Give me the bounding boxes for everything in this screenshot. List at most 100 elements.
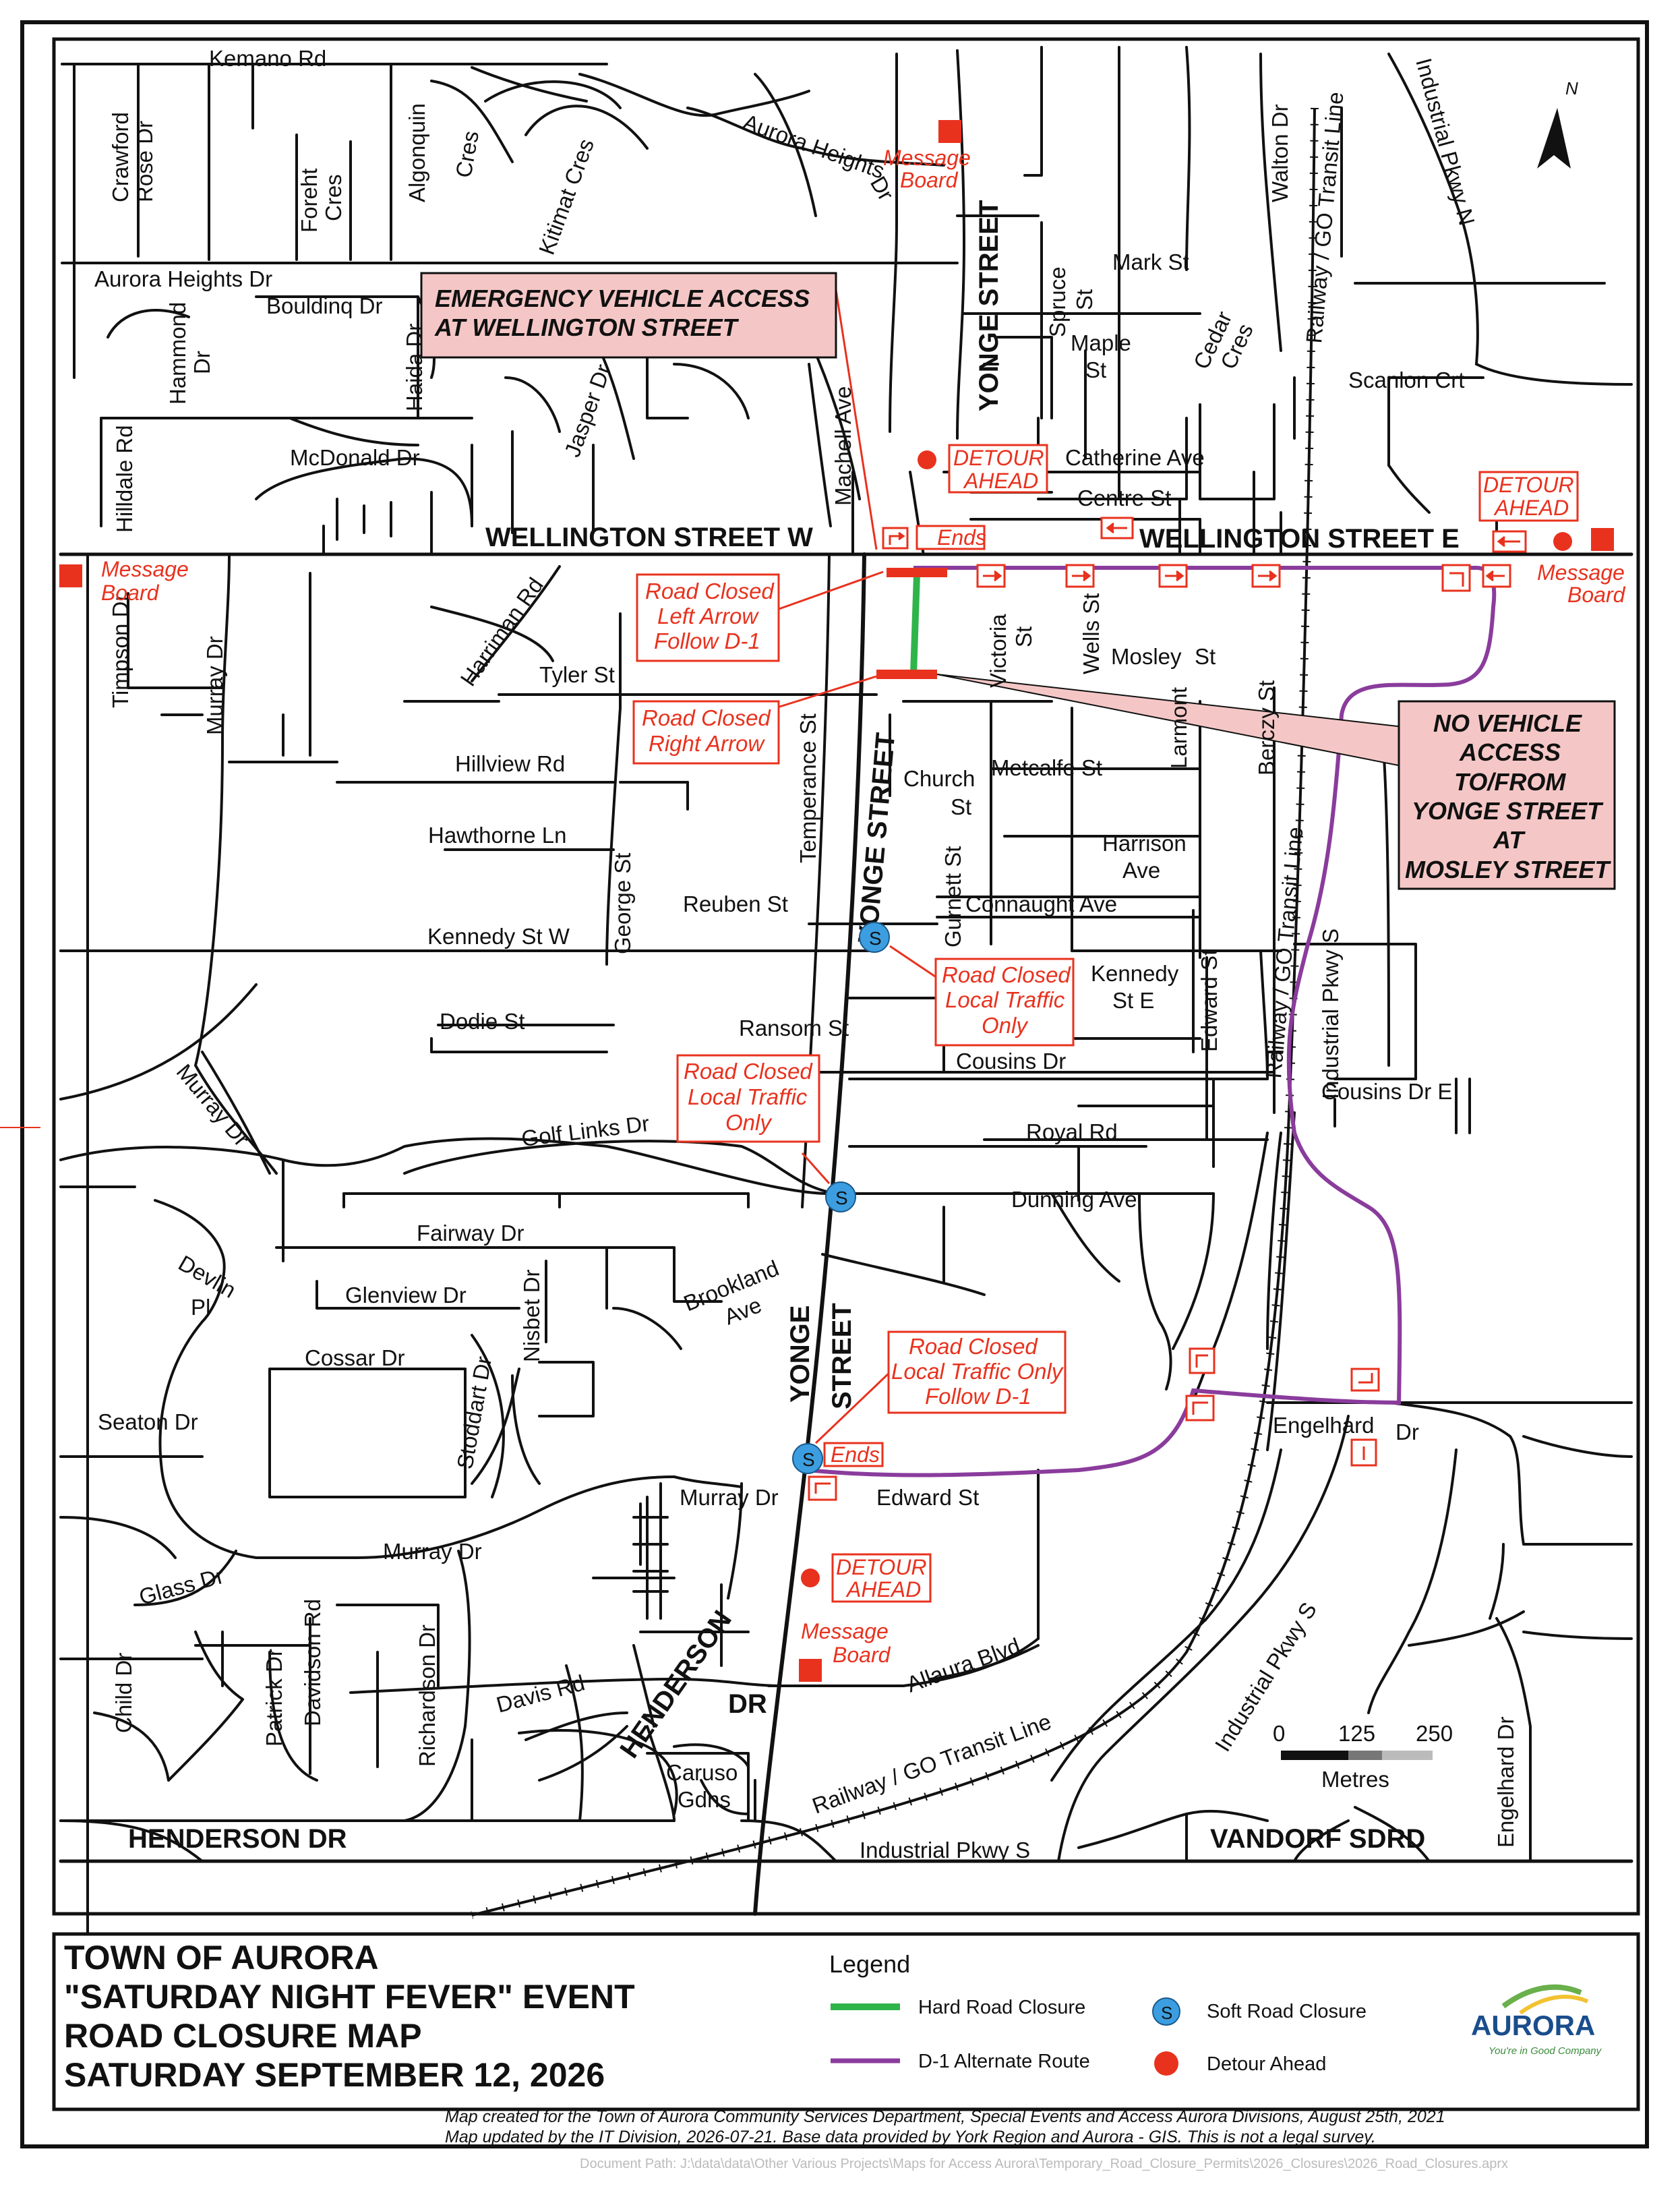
henderson-dr-label: HENDERSON DR bbox=[128, 1824, 347, 1854]
street-label: Hammond bbox=[165, 302, 190, 405]
message-board-label: Message bbox=[883, 146, 971, 170]
detour-ahead-icon bbox=[801, 1569, 820, 1587]
detour-ahead-icon bbox=[918, 450, 936, 469]
outer-frame bbox=[20, 20, 1649, 2148]
street-label: Royal Rd bbox=[1026, 1119, 1118, 1144]
svg-text:NO VEHICLE: NO VEHICLE bbox=[1433, 709, 1582, 737]
street-label: Tyler St bbox=[539, 662, 615, 687]
svg-text:Follow D-1: Follow D-1 bbox=[925, 1384, 1031, 1409]
svg-text:Road Closed: Road Closed bbox=[684, 1059, 813, 1084]
street-label: Fairway Dr bbox=[417, 1221, 524, 1246]
message-board-label: Board bbox=[1567, 583, 1626, 607]
legend-detour-icon bbox=[1154, 2051, 1178, 2076]
svg-text:S: S bbox=[835, 1188, 848, 1208]
svg-text:DETOUR: DETOUR bbox=[1483, 473, 1574, 497]
street-label: St E bbox=[1112, 988, 1154, 1013]
street-label: Crawford bbox=[108, 112, 133, 202]
ends-label: Ends bbox=[831, 1442, 880, 1467]
message-board-label: Message bbox=[801, 1619, 889, 1643]
street-label: St bbox=[1195, 644, 1216, 669]
street-label: Industrial Pkwy S bbox=[1318, 929, 1343, 1099]
message-board-marker bbox=[938, 120, 961, 143]
soft-closure-icon bbox=[792, 1443, 823, 1474]
street-label: Metcalfe St bbox=[991, 755, 1102, 780]
message-board-marker bbox=[799, 1659, 822, 1682]
legend-label: Detour Ahead bbox=[1207, 2053, 1326, 2075]
document-path: Document Path: J:\data\data\Other Variou… bbox=[580, 2157, 1508, 2171]
svg-text:Left Arrow: Left Arrow bbox=[657, 604, 759, 628]
street-label: Cres bbox=[321, 174, 346, 221]
yonge-label: YONGE bbox=[785, 1306, 815, 1403]
street-label: Machell Ave bbox=[831, 386, 856, 506]
svg-text:250: 250 bbox=[1416, 1721, 1453, 1746]
street-label: Aurora Heights Dr bbox=[94, 266, 272, 291]
svg-text:AHEAD: AHEAD bbox=[963, 469, 1038, 493]
street-label: St bbox=[1072, 289, 1097, 310]
svg-text:DETOUR: DETOUR bbox=[836, 1555, 927, 1579]
street-label: Maple bbox=[1071, 330, 1131, 355]
message-board-label: Board bbox=[833, 1643, 891, 1667]
vandorf-label: VANDORF SDRD bbox=[1210, 1824, 1425, 1854]
street-label: Wells St bbox=[1079, 593, 1104, 674]
svg-text:YONGE STREET: YONGE STREET bbox=[1412, 797, 1604, 825]
footer-credit: Map created for the Town of Aurora Commu… bbox=[445, 2107, 1445, 2126]
street-label: Mosley bbox=[1111, 644, 1182, 669]
svg-text:MOSLEY STREET: MOSLEY STREET bbox=[1405, 856, 1611, 883]
street-label: Reuben St bbox=[683, 891, 788, 916]
street-label: Industrial Pkwy S bbox=[860, 1838, 1030, 1863]
svg-text:TO/FROM: TO/FROM bbox=[1454, 768, 1566, 796]
yonge-label: STREET bbox=[827, 1303, 857, 1409]
message-board-label: Board bbox=[101, 581, 160, 605]
emergency-access-callout: EMERGENCY VEHICLE ACCESS AT WELLINGTON S… bbox=[420, 272, 837, 359]
ends-box bbox=[823, 1442, 884, 1467]
message-board-marker bbox=[1591, 528, 1614, 551]
street-label: St bbox=[1011, 626, 1036, 647]
svg-text:S: S bbox=[802, 1449, 815, 1470]
street-label: Dr bbox=[1396, 1419, 1419, 1444]
svg-text:Road Closed: Road Closed bbox=[909, 1334, 1038, 1359]
soft-closure-markers: S S S bbox=[792, 922, 890, 1474]
street-label: Edward St bbox=[876, 1485, 979, 1510]
svg-text:Road Closed: Road Closed bbox=[942, 962, 1071, 987]
street-label: Temperance St bbox=[796, 713, 820, 863]
wellington-e-label: WELLINGTON STREET E bbox=[1139, 524, 1460, 554]
svg-text:125: 125 bbox=[1338, 1721, 1375, 1746]
street-label: Gurnett St bbox=[940, 846, 965, 947]
street-label: Ave bbox=[1122, 858, 1160, 883]
svg-text:Local Traffic: Local Traffic bbox=[688, 1084, 808, 1109]
svg-text:Right Arrow: Right Arrow bbox=[649, 731, 765, 756]
no-vehicle-access-callout: NO VEHICLE ACCESS TO/FROM YONGE STREET A… bbox=[1398, 700, 1616, 890]
street-label: Hillview Rd bbox=[455, 751, 565, 776]
logo-text: AURORA bbox=[1471, 2010, 1595, 2041]
svg-text:Only: Only bbox=[725, 1110, 773, 1135]
leader-lines bbox=[775, 289, 938, 1444]
henderson-label: DR bbox=[728, 1689, 767, 1719]
svg-text:Local Traffic Only: Local Traffic Only bbox=[891, 1359, 1064, 1384]
street-label: Edward St bbox=[1197, 949, 1222, 1052]
road-network bbox=[59, 46, 1633, 2065]
legend: Legend Hard Road Closure D-1 Alternate R… bbox=[829, 1950, 1367, 2076]
yonge-label: YONGE STREET bbox=[974, 200, 1004, 411]
title-block bbox=[52, 1932, 1640, 2111]
svg-text:S: S bbox=[869, 928, 882, 949]
street-label: Walton Dr bbox=[1267, 105, 1292, 202]
message-board-label: Board bbox=[900, 168, 959, 192]
svg-text:0: 0 bbox=[1273, 1721, 1285, 1746]
street-label: Kennedy St W bbox=[427, 924, 570, 949]
message-board-label: Message bbox=[1537, 560, 1625, 585]
street-label: Gdns bbox=[678, 1787, 731, 1812]
ends-label: Ends bbox=[937, 525, 986, 550]
street-label: Spruce bbox=[1045, 266, 1070, 337]
street-label: Foreht bbox=[297, 169, 322, 233]
street-label: McDonald Dr bbox=[290, 445, 420, 470]
svg-text:AHEAD: AHEAD bbox=[845, 1577, 921, 1602]
d1-alternate-route bbox=[807, 566, 1497, 1477]
svg-text:AT: AT bbox=[1493, 826, 1526, 854]
street-label: Scanlon Crt bbox=[1348, 368, 1464, 392]
title-line: "SATURDAY NIGHT FEVER" EVENT bbox=[64, 1978, 635, 2016]
street-label: Seaton Dr bbox=[98, 1409, 198, 1434]
svg-text:Road Closed: Road Closed bbox=[642, 705, 771, 730]
street-label: Patrick Dr bbox=[262, 1649, 287, 1747]
